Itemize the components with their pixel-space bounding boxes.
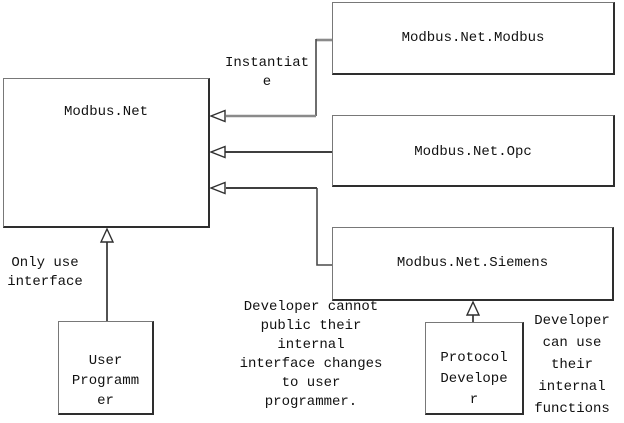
inheritance-arrowhead-protocol (465, 300, 481, 316)
box-modbus-net-opc-label: Modbus.Net.Opc (414, 144, 532, 160)
box-user-programmer: User Programm er (58, 321, 154, 415)
box-modbus-net-siemens: Modbus.Net.Siemens (332, 227, 614, 301)
box-protocol-developer-label: Protocol Develope r (440, 350, 508, 408)
box-modbus-net: Modbus.Net (3, 78, 210, 228)
inheritance-arrowhead-modbus (209, 109, 226, 123)
box-user-programmer-label: User Programm er (71, 353, 140, 409)
inheritance-arrowhead-opc (209, 145, 226, 159)
annotation-developer-cannot: Developer cannot public their internal i… (239, 299, 383, 410)
annotation-instantiate: Instantiat e (224, 55, 309, 90)
annotation-developer-can: Developer can use their internal functio… (534, 313, 610, 417)
inheritance-arrowhead-siemens (209, 181, 226, 195)
inheritance-arrowhead-user (99, 227, 115, 243)
box-modbus-net-modbus-label: Modbus.Net.Modbus (401, 30, 545, 46)
box-protocol-developer: Protocol Develope r (425, 322, 524, 415)
box-modbus-net-modbus: Modbus.Net.Modbus (332, 2, 615, 75)
box-modbus-net-siemens-label: Modbus.Net.Siemens (396, 255, 549, 271)
annotation-only-use-interface: Only use interface (7, 255, 83, 290)
box-modbus-net-opc: Modbus.Net.Opc (332, 115, 615, 187)
connector-siemens-elbow (316, 188, 332, 266)
box-modbus-net-label: Modbus.Net (63, 104, 148, 120)
